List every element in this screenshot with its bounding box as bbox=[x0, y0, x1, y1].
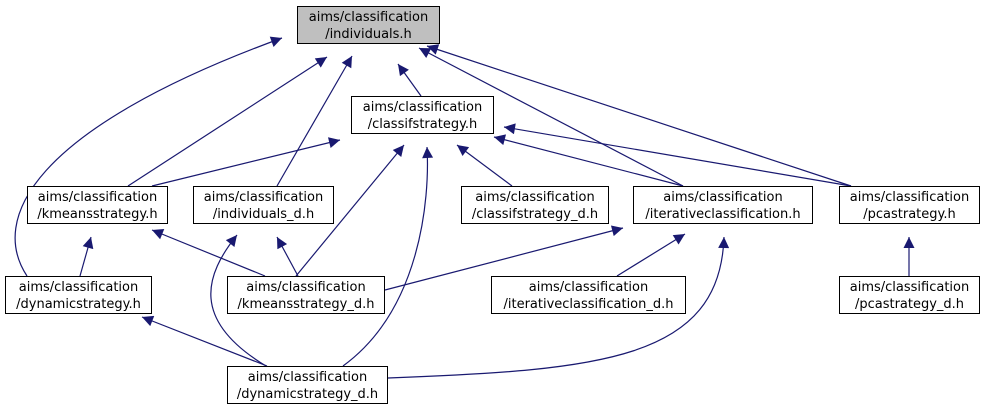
node-dynamicstrategy-h[interactable]: aims/classification /dynamicstrategy.h bbox=[5, 276, 152, 314]
node-filename: /dynamicstrategy.h bbox=[16, 297, 141, 312]
node-filename: /iterativeclassification.h bbox=[645, 207, 801, 222]
edge-dynamicstrategy-d-to-dynamicstrategy bbox=[141, 315, 268, 367]
edge-pcastrategy-to-classifstrategy bbox=[503, 123, 852, 187]
node-classifstrategy-h[interactable]: aims/classification /classifstrategy.h bbox=[351, 96, 494, 134]
edge-dynamicstrategy-d-to-classifstrategy bbox=[342, 146, 434, 367]
node-iterativeclassification-h[interactable]: aims/classification /iterativeclassifica… bbox=[633, 186, 813, 224]
node-filename: /pcastrategy.h bbox=[863, 207, 956, 222]
node-path-prefix: aims/classification bbox=[18, 280, 139, 295]
node-filename: /individuals.h bbox=[325, 27, 412, 42]
node-dynamicstrategy-d-h[interactable]: aims/classification /dynamicstrategy_d.h bbox=[227, 366, 388, 404]
node-path-prefix: aims/classification bbox=[246, 280, 366, 295]
edge-iterativeclassification-to-individuals bbox=[418, 47, 684, 187]
node-path-prefix: aims/classification bbox=[308, 10, 429, 25]
node-classifstrategy-d-h[interactable]: aims/classification /classifstrategy_d.h bbox=[461, 186, 609, 224]
node-filename: /kmeansstrategy_d.h bbox=[237, 297, 375, 312]
node-filename: /iterativeclassification_d.h bbox=[503, 297, 674, 312]
edge-classifstrategy-to-individuals bbox=[397, 63, 422, 97]
edge-kmeansstrategy-d-to-classifstrategy bbox=[295, 144, 405, 277]
node-path-prefix: aims/classification bbox=[362, 100, 483, 115]
edge-dynamicstrategy-d-to-individuals-d bbox=[210, 234, 267, 367]
node-path-prefix: aims/classification bbox=[203, 190, 324, 205]
edge-individuals-d-to-individuals bbox=[276, 55, 353, 187]
node-pcastrategy-d-h[interactable]: aims/classification /pcastrategy_d.h bbox=[839, 276, 980, 314]
node-kmeansstrategy-d-h[interactable]: aims/classification /kmeansstrategy_d.h bbox=[227, 276, 385, 314]
node-individuals-d-h[interactable]: aims/classification /individuals_d.h bbox=[193, 186, 334, 224]
edge-iterativeclassification-to-classifstrategy bbox=[493, 134, 684, 187]
edge-kmeansstrategy-d-to-individuals-d bbox=[276, 236, 299, 277]
node-path-prefix: aims/classification bbox=[37, 190, 158, 205]
node-filename: /dynamicstrategy_d.h bbox=[236, 387, 379, 402]
node-individuals-h: aims/classification /individuals.h bbox=[297, 6, 440, 44]
node-filename: /classifstrategy.h bbox=[367, 117, 478, 132]
edge-dynamicstrategy-d-to-iterativeclassification bbox=[387, 236, 730, 379]
edge-iterativeclassification-d-to-iterativeclassification bbox=[616, 233, 686, 277]
edge-kmeansstrategy-to-individuals bbox=[127, 56, 328, 187]
node-filename: /pcastrategy_d.h bbox=[854, 297, 965, 312]
node-path-prefix: aims/classification bbox=[247, 370, 368, 385]
node-path-prefix: aims/classification bbox=[528, 280, 649, 295]
edge-dynamicstrategy-to-individuals bbox=[14, 36, 283, 277]
node-kmeansstrategy-h[interactable]: aims/classification /kmeansstrategy.h bbox=[27, 186, 168, 224]
node-iterativeclassification-d-h[interactable]: aims/classification /iterativeclassifica… bbox=[491, 276, 686, 314]
node-path-prefix: aims/classification bbox=[849, 280, 970, 295]
edge-kmeansstrategy-d-to-kmeansstrategy bbox=[151, 229, 266, 277]
edge-kmeansstrategy-d-to-iterativeclassification bbox=[384, 225, 624, 291]
edge-dynamicstrategy-to-kmeansstrategy bbox=[79, 236, 94, 277]
node-filename: /classifstrategy_d.h bbox=[471, 207, 599, 222]
node-path-prefix: aims/classification bbox=[663, 190, 783, 205]
edge-kmeansstrategy-to-classifstrategy bbox=[151, 137, 341, 187]
node-filename: /kmeansstrategy.h bbox=[37, 207, 158, 222]
node-path-prefix: aims/classification bbox=[849, 190, 970, 205]
edge-pcastrategy-to-individuals bbox=[426, 44, 852, 187]
node-pcastrategy-h[interactable]: aims/classification /pcastrategy.h bbox=[839, 186, 980, 224]
edge-classifstrategy-d-to-classifstrategy bbox=[456, 144, 513, 187]
node-path-prefix: aims/classification bbox=[475, 190, 595, 205]
node-filename: /individuals_d.h bbox=[212, 207, 315, 222]
